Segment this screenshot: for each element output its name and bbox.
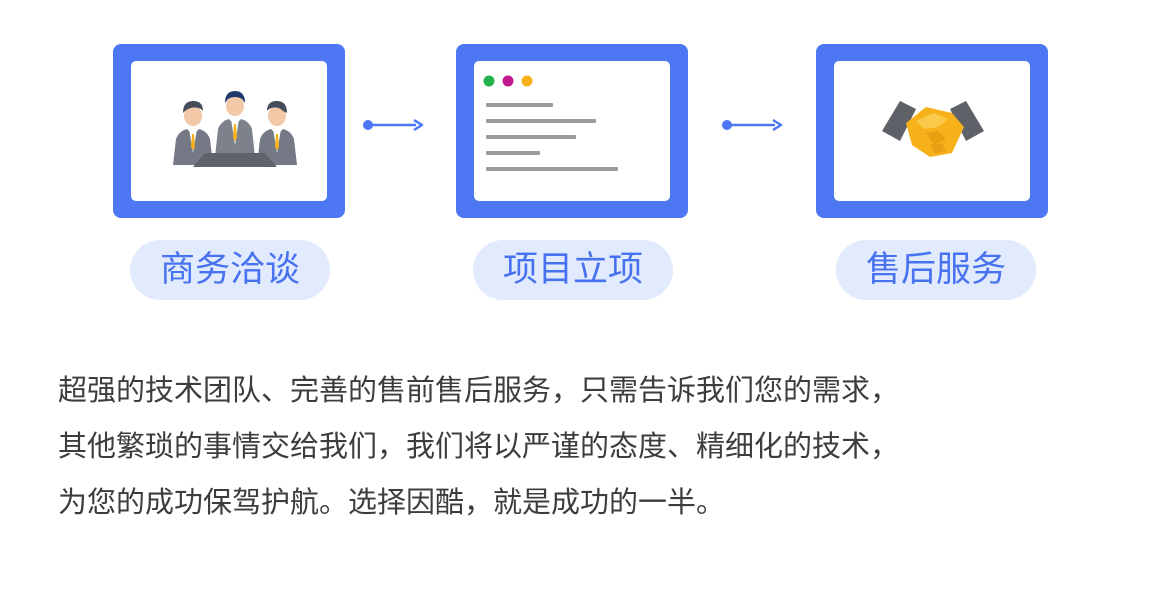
window-dot-magenta xyxy=(502,75,514,87)
business-meeting-icon xyxy=(173,91,297,167)
window-dot-yellow xyxy=(521,75,533,87)
service-description: 超强的技术团队、完善的售前售后服务，只需告诉我们您的需求， 其他繁琐的事情交给我… xyxy=(58,362,1108,530)
handshake-icon xyxy=(882,101,984,157)
step-card-after-sales xyxy=(816,44,1048,218)
step-label-business-meeting: 商务洽谈 xyxy=(130,240,330,300)
step-card-inner xyxy=(834,61,1030,201)
description-line: 其他繁琐的事情交给我们，我们将以严谨的态度、精细化的技术， xyxy=(58,429,900,463)
flow-arrow-icon xyxy=(363,118,424,132)
description-line: 为您的成功保驾护航。选择因酷，就是成功的一半。 xyxy=(58,485,726,519)
window-dot-green xyxy=(483,75,495,87)
step-label-project-setup: 项目立项 xyxy=(473,240,673,300)
step-card-inner xyxy=(131,61,327,201)
flow-arrow-icon xyxy=(722,118,783,132)
step-card-inner xyxy=(474,61,670,201)
step-card-business-meeting xyxy=(113,44,345,218)
description-line: 超强的技术团队、完善的售前售后服务，只需告诉我们您的需求， xyxy=(58,373,900,407)
step-card-project-setup xyxy=(456,44,688,218)
step-label-after-sales: 售后服务 xyxy=(836,240,1036,300)
document-window-icon xyxy=(483,75,618,171)
